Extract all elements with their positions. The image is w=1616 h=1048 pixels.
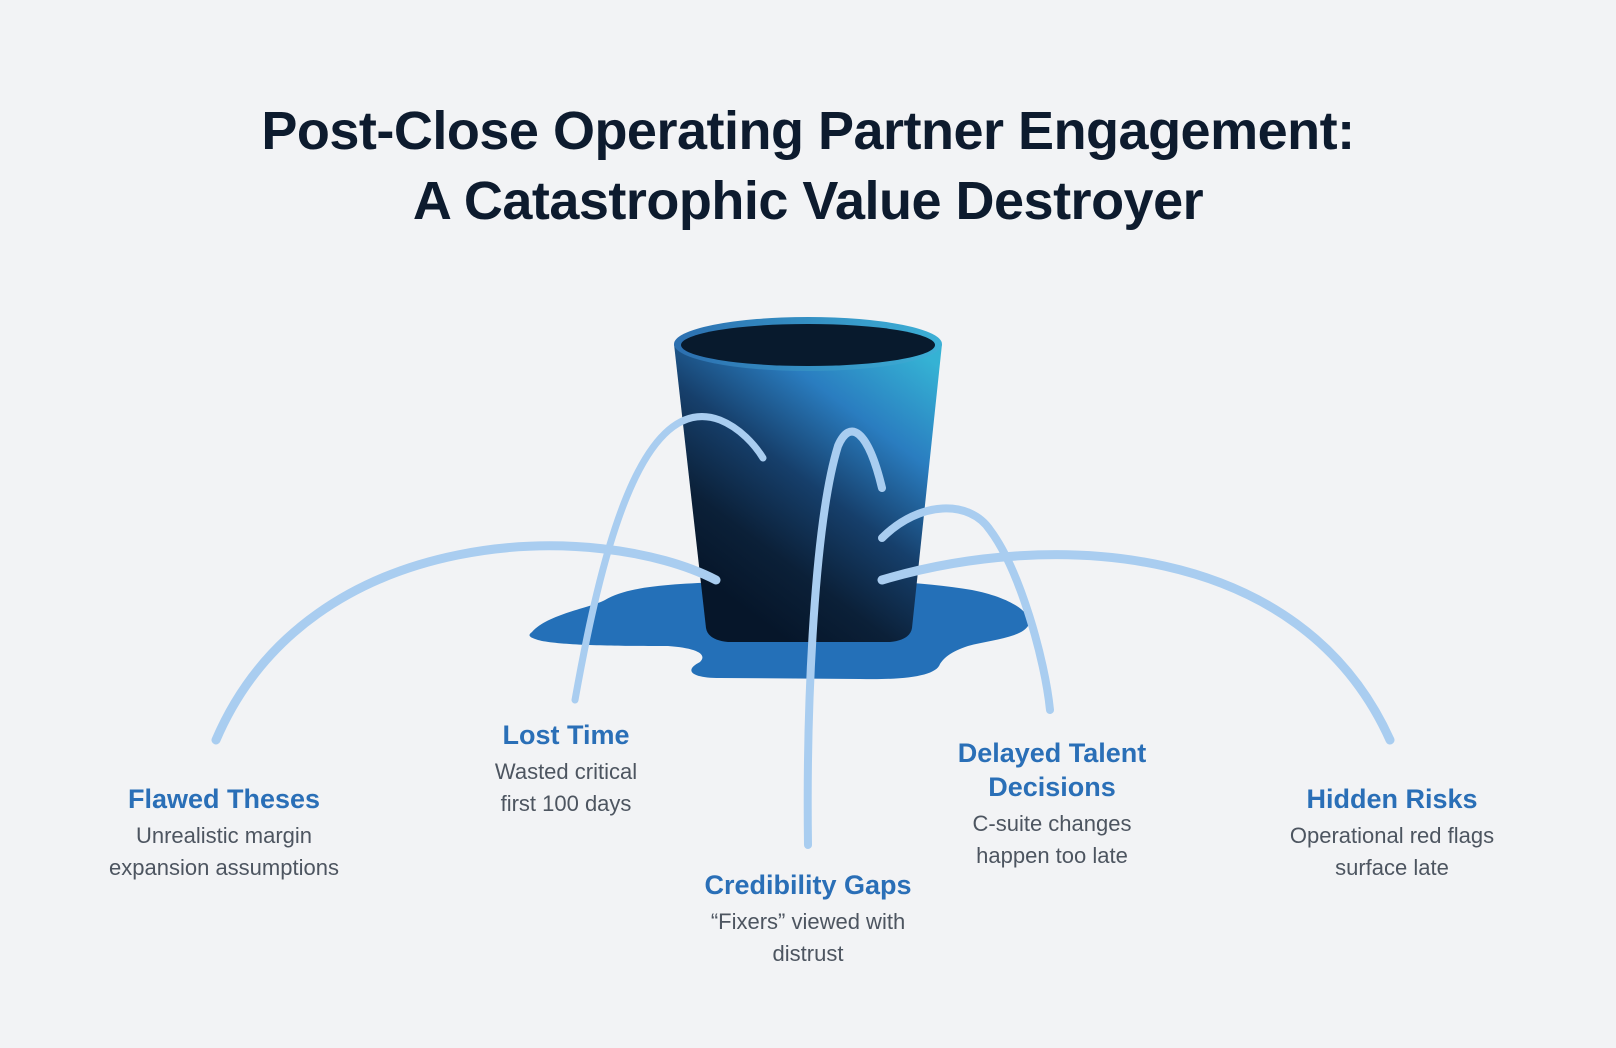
stream-hidden-risks [877,550,1395,745]
stream-credibility-gaps [803,427,886,849]
leak-label-lost-time: Lost Time Wasted critical first 100 days [396,718,736,820]
title-line-1: Post-Close Operating Partner Engagement: [261,101,1355,161]
leak-head: Delayed Talent Decisions [957,738,1147,802]
leak-label-flawed-theses: Flawed Theses Unrealistic margin expansi… [54,782,394,884]
page-title: Post-Close Operating Partner Engagement:… [0,96,1616,236]
bucket-body [674,344,942,642]
leak-desc: C-suite changes happen too late [972,811,1132,868]
leak-streams [211,413,1395,849]
leak-desc: Operational red flags surface late [1289,823,1495,880]
leak-label-delayed-talent: Delayed Talent Decisions C-suite changes… [882,736,1222,872]
leak-head: Lost Time [502,720,630,750]
stream-lost-time [571,413,767,704]
bucket-opening [681,324,935,366]
leak-desc: Unrealistic margin expansion assumptions [109,823,339,880]
leak-head: Flawed Theses [127,784,321,814]
leak-desc: “Fixers” viewed with distrust [710,909,906,966]
leak-label-credibility-gaps: Credibility Gaps “Fixers” viewed with di… [638,868,978,970]
title-line-2: A Catastrophic Value Destroyer [412,171,1204,231]
leak-desc: Wasted critical first 100 days [494,759,638,816]
leak-label-hidden-risks: Hidden Risks Operational red flags surfa… [1222,782,1562,884]
stream-flawed-theses [211,541,721,745]
stream-delayed-talent [878,504,1054,714]
leak-head: Credibility Gaps [704,870,912,900]
leak-head: Hidden Risks [1306,784,1478,814]
